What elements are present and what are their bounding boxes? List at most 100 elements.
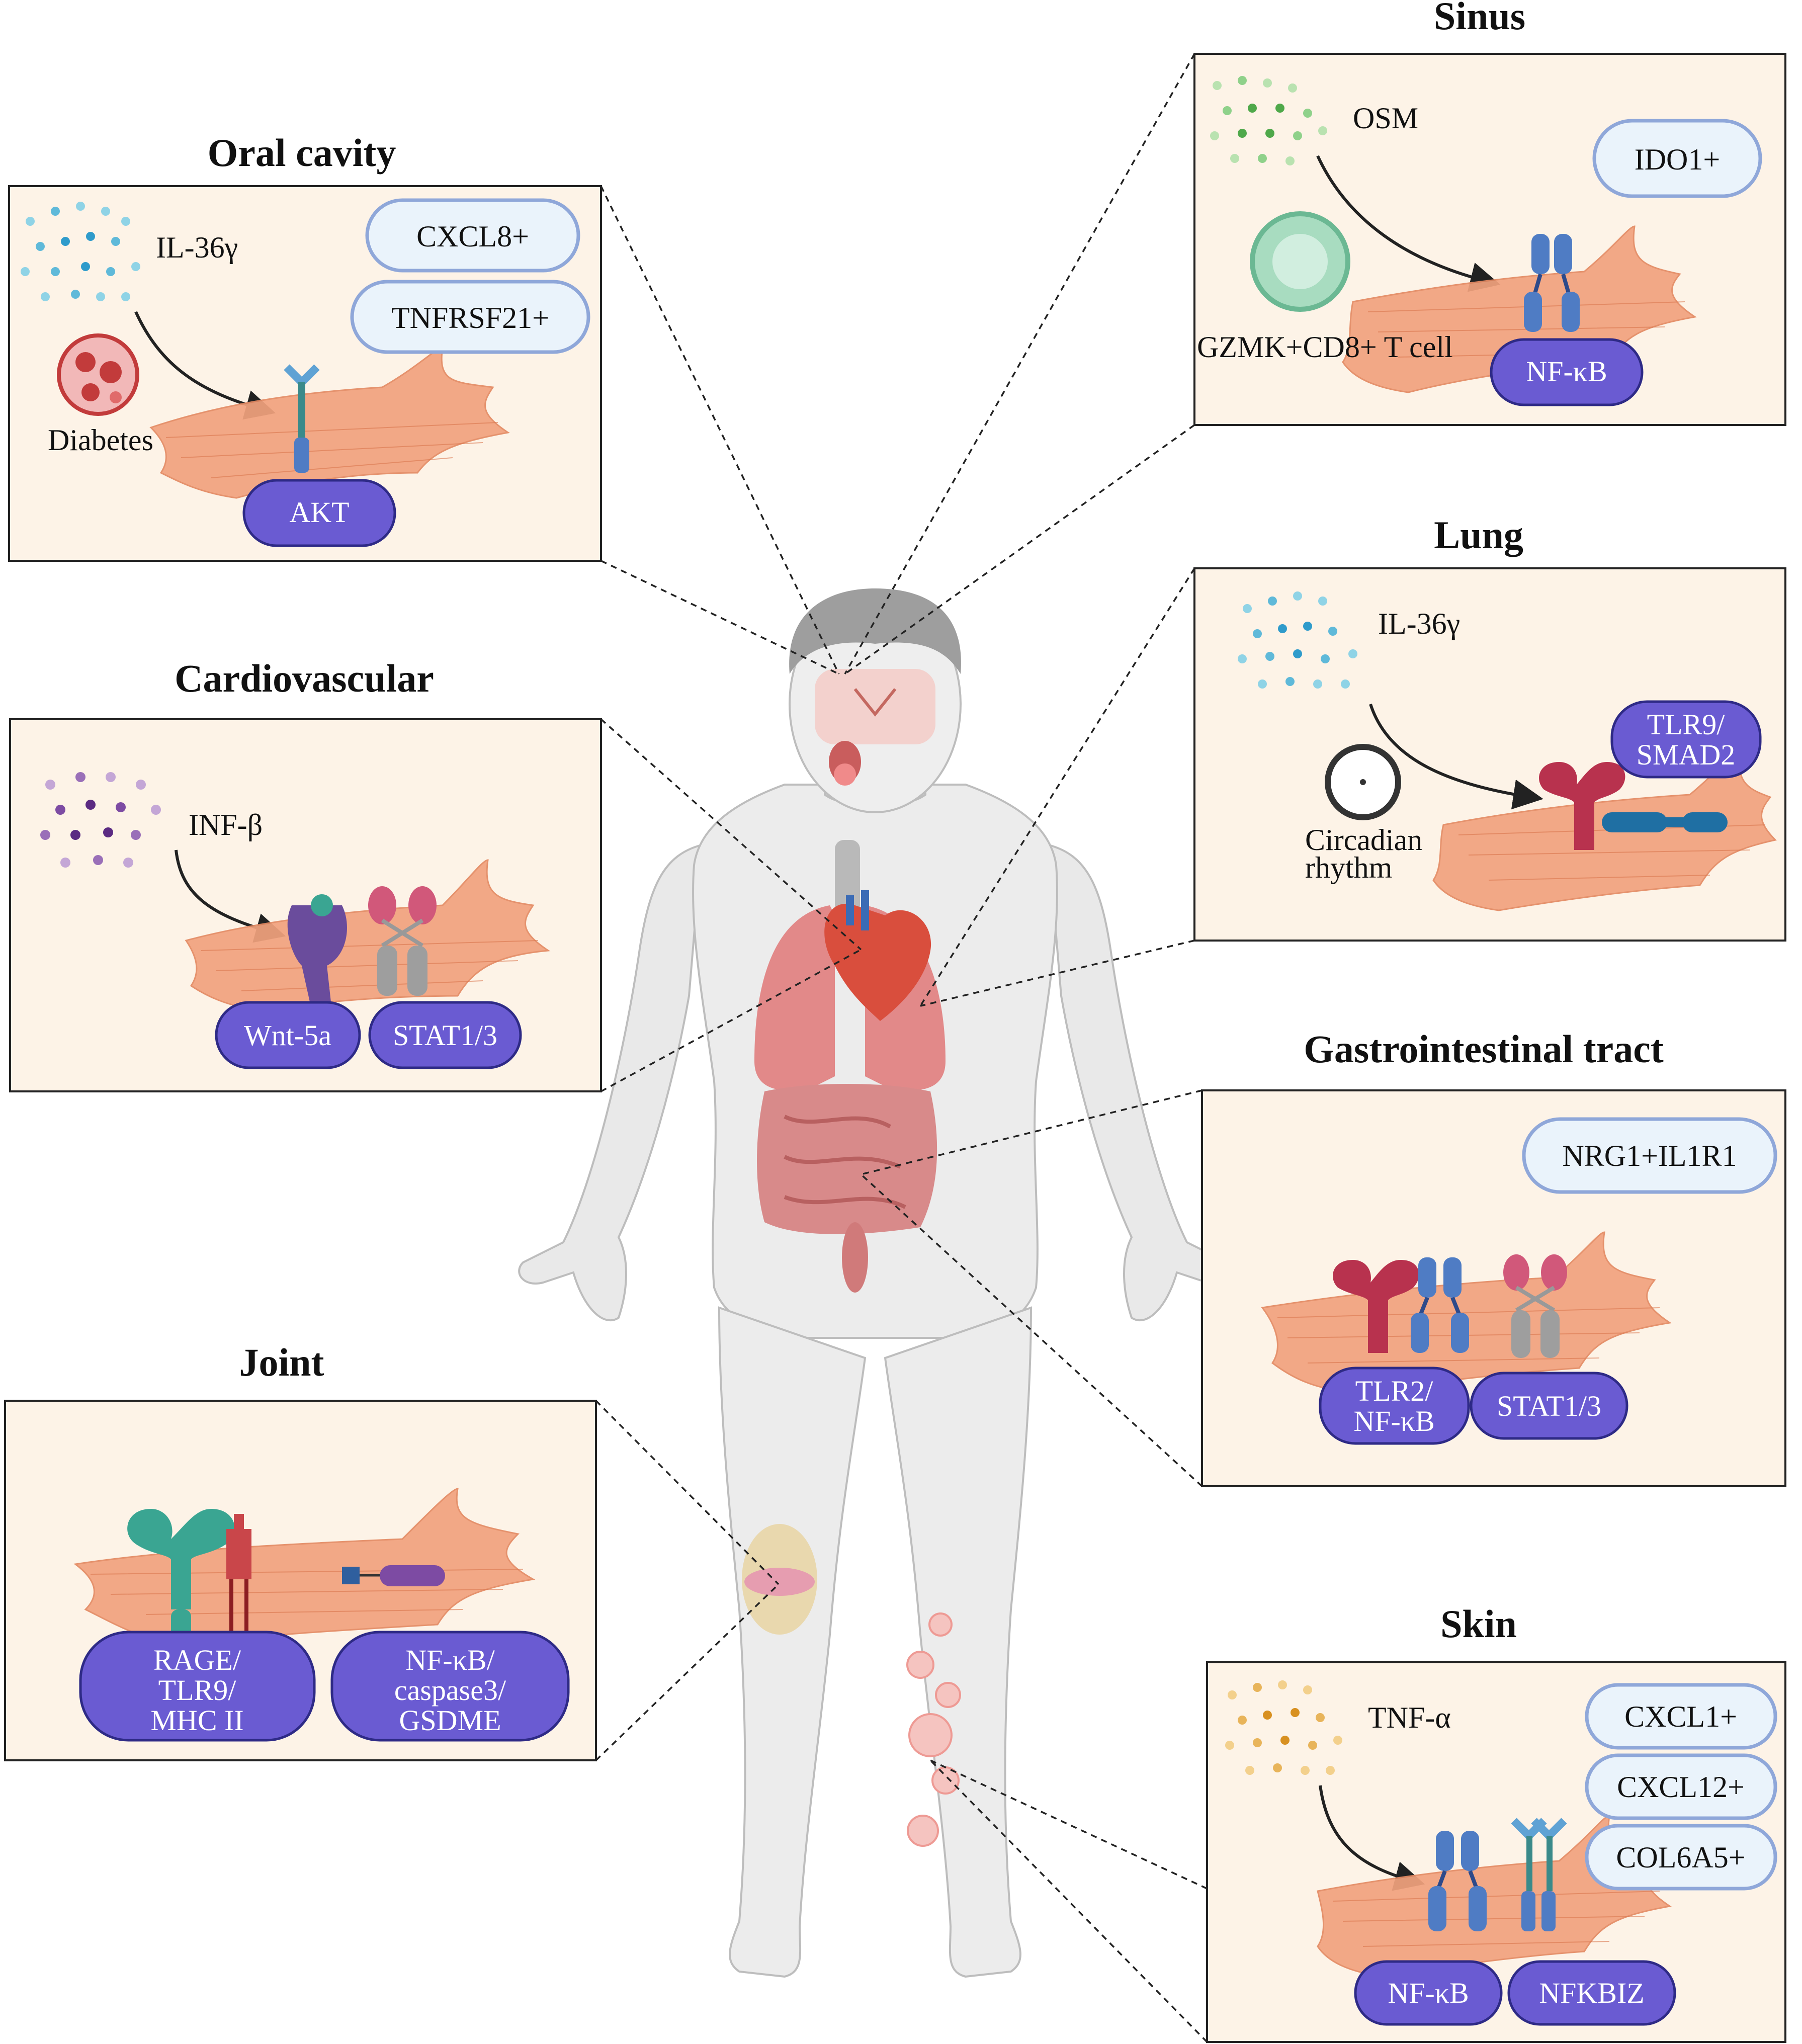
skin-ligand-label: TNF-α xyxy=(1368,1701,1451,1734)
inf-beta-ligand-dots xyxy=(40,772,161,868)
t-cell-icon xyxy=(1250,211,1350,312)
joint-pathway-nfkb-caspase-gsdme: NF-κB/ caspase3/ GSDME xyxy=(330,1631,570,1742)
sinus-receptor-icon xyxy=(1524,234,1580,332)
mouth-organ xyxy=(829,741,861,786)
svg-text:MHC II: MHC II xyxy=(150,1704,243,1737)
panel-skin: Skin TNF-α CXCL1+ xyxy=(1206,1602,1786,2043)
lung-pathway-tlr9-smad2: TLR9/ SMAD2 xyxy=(1610,700,1762,779)
stat-receptor-icon xyxy=(368,886,437,996)
svg-text:STAT1/3: STAT1/3 xyxy=(1497,1390,1601,1422)
skin-marker-cxcl1: CXCL1+ xyxy=(1585,1683,1777,1750)
sinus-signal-arrow xyxy=(1316,155,1501,292)
tnf-alpha-ligand-dots xyxy=(1225,1680,1342,1775)
oral-marker-tnfrsf21: TNFRSF21+ xyxy=(350,280,590,354)
gi-pathway-stat13: STAT1/3 xyxy=(1470,1372,1628,1440)
osm-ligand-dots xyxy=(1210,76,1327,165)
svg-text:TLR2/: TLR2/ xyxy=(1355,1375,1434,1407)
oral-marker-cxcl8: CXCL8+ xyxy=(365,198,580,273)
gi-stat-receptor-icon xyxy=(1503,1254,1567,1358)
gsdme-receptor-icon xyxy=(342,1565,445,1586)
t-cell-label: GZMK+CD8+ T cell xyxy=(1197,330,1453,364)
lung-ligand-label: IL-36γ xyxy=(1378,607,1460,640)
oral-ligand-label: IL-36γ xyxy=(156,231,238,264)
circadian-label-line2: rhythm xyxy=(1305,851,1392,884)
skin-title: Skin xyxy=(1440,1602,1517,1646)
svg-text:AKT: AKT xyxy=(289,496,349,529)
skin-signal-arrow xyxy=(1319,1785,1425,1891)
intestines-organ xyxy=(757,1084,937,1293)
diabetes-icon xyxy=(57,333,139,416)
svg-text:TLR9/: TLR9/ xyxy=(1647,708,1726,741)
joint-title: Joint xyxy=(239,1340,324,1384)
gi-marker-nrg1: NRG1+IL1R1 xyxy=(1522,1117,1777,1194)
skin-pathway-nfkb: NF-κB xyxy=(1354,1960,1503,2026)
svg-text:TLR9/: TLR9/ xyxy=(158,1674,237,1707)
sinus-ligand-label: OSM xyxy=(1353,102,1418,135)
skin-pathway-nfkbiz: NFKBIZ xyxy=(1507,1960,1676,2026)
panel-cardiovascular: Cardiovascular INF-β Wnt-5a xyxy=(9,656,602,1092)
svg-text:NRG1+IL1R1: NRG1+IL1R1 xyxy=(1562,1139,1737,1172)
fibroblast-cell xyxy=(149,346,510,499)
panel-lung: Lung IL-36γ Circadian rhythm xyxy=(1193,513,1786,942)
svg-text:CXCL12+: CXCL12+ xyxy=(1617,1770,1745,1804)
lung-signal-arrow xyxy=(1369,704,1543,810)
tlr9-lung-receptor-icon xyxy=(1539,762,1625,850)
svg-text:NF-κB: NF-κB xyxy=(1353,1405,1434,1437)
svg-text:CXCL1+: CXCL1+ xyxy=(1624,1700,1737,1733)
panel-joint: Joint RAGE/ TLR9/ MHC II NF-κB/ xyxy=(4,1340,597,1761)
sinus-organ xyxy=(815,669,935,744)
svg-text:NF-κB/: NF-κB/ xyxy=(405,1644,495,1676)
svg-text:NF-κB: NF-κB xyxy=(1388,1977,1469,2009)
panel-gi-tract: Gastrointestinal tract NRG1+IL1R1 TLR2/ … xyxy=(1201,1027,1786,1487)
leader-lines xyxy=(595,53,1208,2043)
skin-nfkb-receptor-icon xyxy=(1428,1831,1487,1931)
oral-signal-arrow xyxy=(134,311,276,420)
svg-text:TNFRSF21+: TNFRSF21+ xyxy=(391,301,549,334)
svg-text:SMAD2: SMAD2 xyxy=(1637,738,1736,771)
cardio-pathway-stat13: STAT1/3 xyxy=(368,1001,522,1069)
cardio-title: Cardiovascular xyxy=(175,656,434,700)
svg-text:NFKBIZ: NFKBIZ xyxy=(1539,1977,1644,2009)
skin-lesions xyxy=(906,1612,961,1847)
skin-marker-cxcl12: CXCL12+ xyxy=(1585,1753,1777,1820)
lung-title: Lung xyxy=(1434,513,1523,557)
svg-text:NF-κB: NF-κB xyxy=(1526,355,1607,388)
skin-marker-col6a5: COL6A5+ xyxy=(1585,1824,1777,1891)
svg-text:GSDME: GSDME xyxy=(399,1704,501,1737)
il36-ligand-dots xyxy=(21,202,140,301)
sinus-pathway-nfkb: NF-κB xyxy=(1490,338,1644,406)
diabetes-label: Diabetes xyxy=(48,423,153,457)
svg-text:Wnt-5a: Wnt-5a xyxy=(244,1019,331,1052)
cardio-pathway-wnt5a: Wnt-5a xyxy=(215,1001,361,1069)
lung-fibroblast-cell xyxy=(1432,748,1777,911)
gi-title: Gastrointestinal tract xyxy=(1304,1027,1664,1071)
panel-sinus: Sinus OSM IDO1+ GZMK+CD8+ T cell xyxy=(1193,0,1786,426)
svg-text:RAGE/: RAGE/ xyxy=(153,1644,241,1676)
svg-text:COL6A5+: COL6A5+ xyxy=(1616,1841,1745,1874)
svg-text:caspase3/: caspase3/ xyxy=(394,1674,506,1707)
tlr2-receptor-icon xyxy=(1333,1260,1419,1353)
wnt-receptor-icon xyxy=(287,894,347,1011)
svg-text:IDO1+: IDO1+ xyxy=(1635,143,1720,176)
skin-nfkbiz-receptor-icon xyxy=(1511,1818,1567,1931)
heart-organ xyxy=(824,890,931,1021)
svg-text:STAT1/3: STAT1/3 xyxy=(393,1019,497,1052)
sinus-title: Sinus xyxy=(1434,0,1525,38)
circadian-label-line1: Circadian xyxy=(1305,823,1422,857)
oral-title: Oral cavity xyxy=(208,131,396,175)
oral-pathway-akt: AKT xyxy=(242,479,396,547)
knee-joint-organ xyxy=(742,1524,817,1635)
clock-icon xyxy=(1325,744,1401,820)
panel-oral-cavity: Oral cavity IL-36γ Diabetes CXCL8+ xyxy=(8,131,602,562)
oral-receptor-icon xyxy=(284,364,320,473)
human-body-figure xyxy=(518,588,1232,1978)
svg-text:CXCL8+: CXCL8+ xyxy=(416,220,529,253)
sinus-marker-ido1: IDO1+ xyxy=(1592,119,1762,198)
smad2-receptor-icon xyxy=(1602,812,1728,832)
cardio-ligand-label: INF-β xyxy=(189,808,263,841)
lung-il36-ligand-dots xyxy=(1238,591,1357,689)
gi-nfkb-receptor-icon xyxy=(1411,1257,1469,1353)
gi-pathway-tlr2-nfkb: TLR2/ NF-κB xyxy=(1319,1367,1470,1445)
joint-pathway-rage-tlr9-mhc: RAGE/ TLR9/ MHC II xyxy=(79,1631,316,1742)
